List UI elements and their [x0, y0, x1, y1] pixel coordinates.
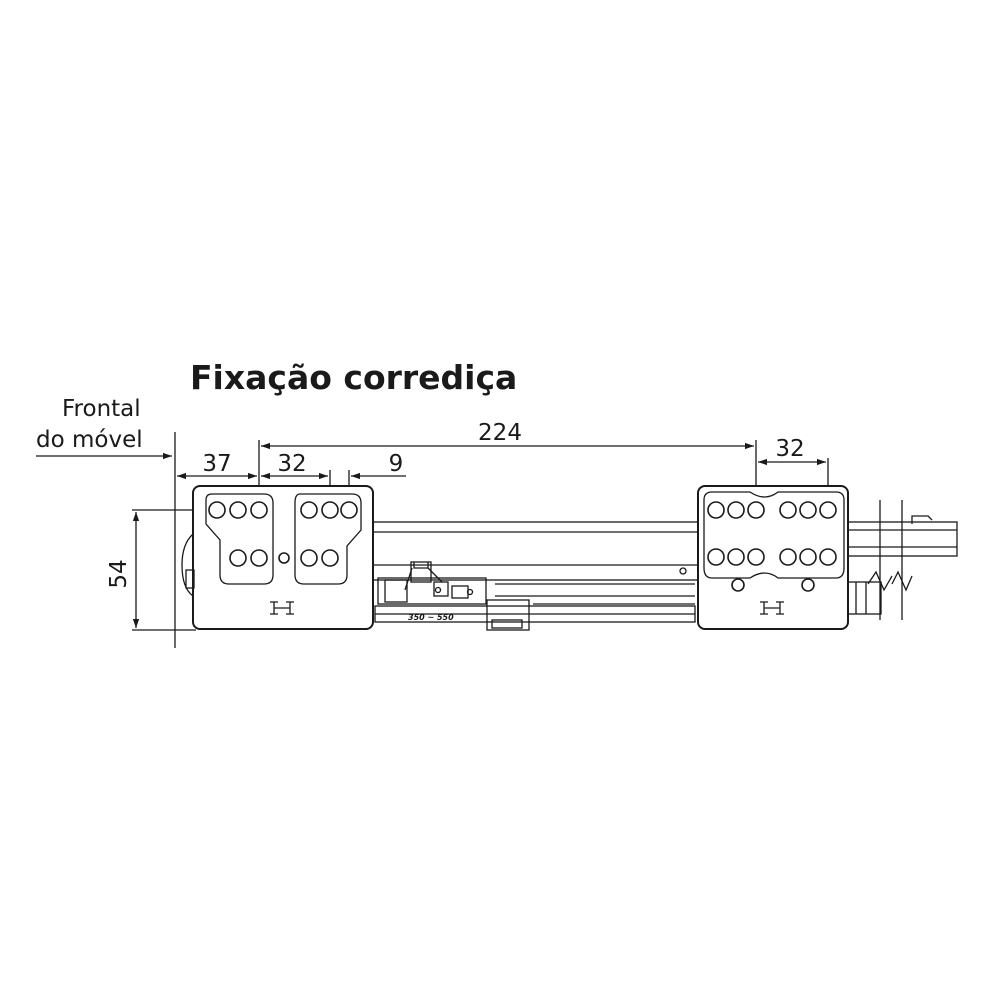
dimension-32-left: 32	[277, 451, 306, 477]
dimension-37: 37	[202, 451, 231, 477]
right-mounting-bracket	[697, 485, 849, 630]
dimension-lines	[132, 442, 826, 628]
left-mounting-bracket	[181, 485, 374, 630]
break-marks	[867, 500, 933, 620]
reference-label-line2: do móvel	[36, 427, 143, 453]
dimension-54: 54	[106, 559, 132, 588]
slide-range-label: 350 ~ 550	[408, 613, 454, 622]
slide-rail	[369, 521, 958, 631]
soft-close-mechanism	[377, 561, 487, 605]
dimension-32-right: 32	[775, 436, 804, 462]
reference-label-line1: Frontal	[62, 396, 141, 422]
dimension-224: 224	[478, 420, 522, 446]
dimension-9: 9	[389, 451, 404, 477]
diagram-title: Fixação corrediça	[190, 358, 517, 397]
